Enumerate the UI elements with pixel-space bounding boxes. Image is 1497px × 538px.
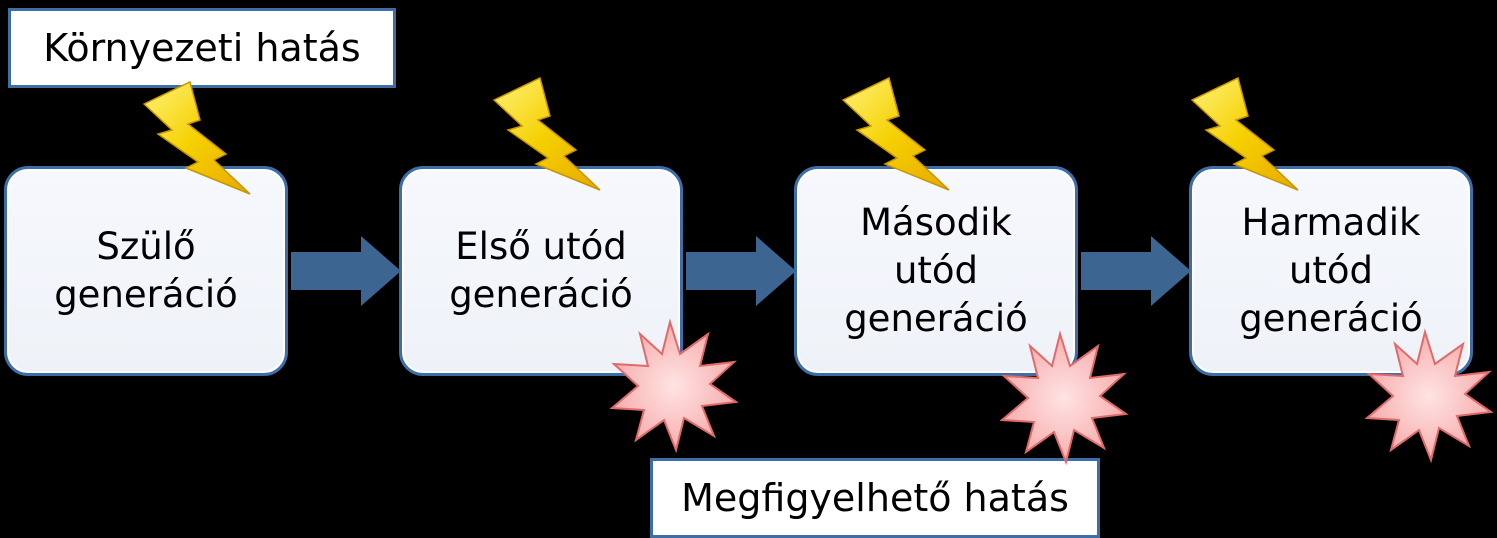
box-label-line: generáció [54, 273, 238, 316]
box-label-line: generáció [1239, 297, 1423, 341]
box-label-line: Szülő [96, 224, 196, 268]
box-label-line: Harmadik [1241, 200, 1421, 244]
box-label-line: generáció [449, 273, 633, 316]
observable-effect-text: Megfigyelhető hatás [681, 476, 1069, 520]
third-offspring-generation-box: Harmadik utód generáció [1189, 166, 1473, 376]
arrow-right-icon [686, 236, 796, 306]
environmental-effect-label: Környezeti hatás [8, 8, 396, 88]
box-label-line: utód [893, 248, 979, 292]
box-label-line: Első utód [455, 224, 627, 268]
second-offspring-generation-box: Második utód generáció [794, 166, 1078, 376]
parent-generation-box: Szülő generáció [4, 166, 288, 376]
observable-effect-label: Megfigyelhető hatás [650, 458, 1100, 538]
box-label-line: generáció [844, 297, 1028, 341]
first-offspring-generation-box: Első utód generáció [399, 166, 683, 376]
environmental-effect-text: Környezeti hatás [43, 26, 361, 70]
arrow-right-icon [1081, 236, 1191, 306]
box-label-line: Második [860, 200, 1012, 244]
arrow-right-icon [291, 236, 401, 306]
box-label-line: utód [1288, 248, 1374, 292]
